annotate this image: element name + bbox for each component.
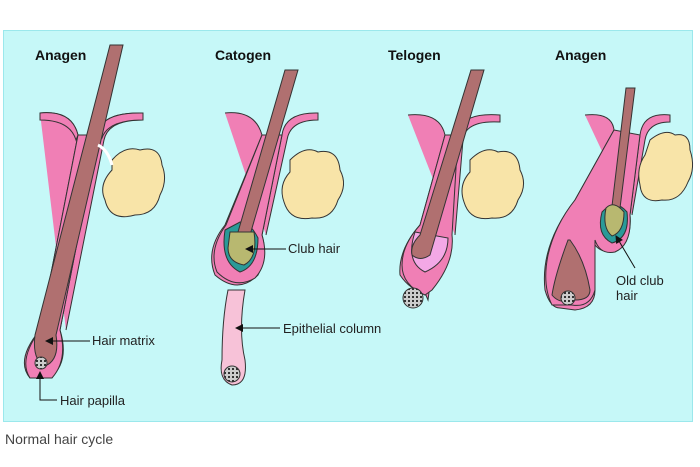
figure-caption: Normal hair cycle <box>5 431 114 447</box>
telogen-follicle <box>399 69 524 309</box>
stage-title-anagen-2: Anagen <box>555 47 606 63</box>
hair-papilla-mark <box>34 356 48 370</box>
label-epithelial-column: Epithelial column <box>283 321 381 336</box>
label-hair-papilla: Hair papilla <box>60 393 126 408</box>
label-hair-matrix: Hair matrix <box>92 333 155 348</box>
stage-title-telogen: Telogen <box>388 47 441 63</box>
stage-title-anagen: Anagen <box>35 47 86 63</box>
label-old-club-hair-line2: hair <box>616 288 638 303</box>
anagen-follicle <box>23 44 166 379</box>
label-old-club-hair-line1: Old club <box>616 273 664 288</box>
label-club-hair: Club hair <box>288 241 341 256</box>
stage-title-catogen: Catogen <box>215 47 271 63</box>
anagen-new-follicle <box>543 87 694 311</box>
catogen-follicle <box>211 69 344 386</box>
